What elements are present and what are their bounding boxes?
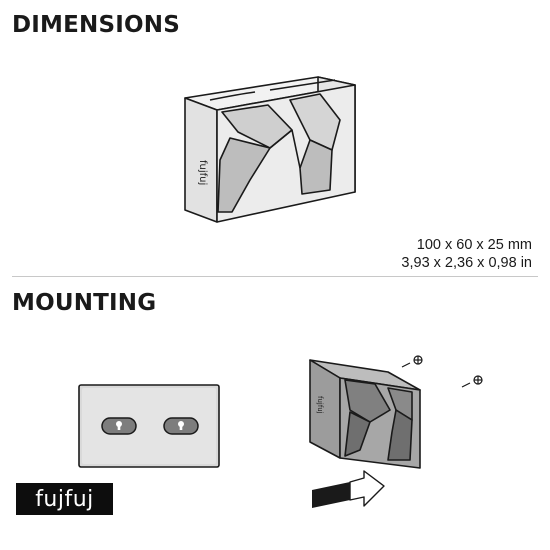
keyhole-right (163, 417, 199, 435)
product-illustration: fujfuj (184, 76, 356, 223)
screw-icon (401, 355, 423, 368)
section-divider (12, 276, 538, 277)
product-brand-mark: fujfuj (197, 160, 208, 185)
mounting-heading: MOUNTING (12, 290, 157, 316)
dimensions-heading: DIMENSIONS (12, 12, 180, 38)
dimension-specs: 100 x 60 x 25 mm 3,93 x 2,36 x 0,98 in (401, 236, 532, 272)
spec-imperial: 3,93 x 2,36 x 0,98 in (401, 255, 532, 271)
direction-arrow-icon (312, 470, 385, 508)
brand-logo: fujfuj (16, 483, 113, 515)
mounting-illustration: fujfuj (309, 355, 483, 508)
keyhole-left (101, 417, 137, 435)
brand-logo-text: fujfuj (35, 486, 94, 512)
screw-icon (461, 375, 483, 388)
spec-metric: 100 x 60 x 25 mm (416, 237, 532, 253)
mounted-brand-mark: fujfuj (316, 396, 324, 414)
back-plate (78, 384, 220, 468)
